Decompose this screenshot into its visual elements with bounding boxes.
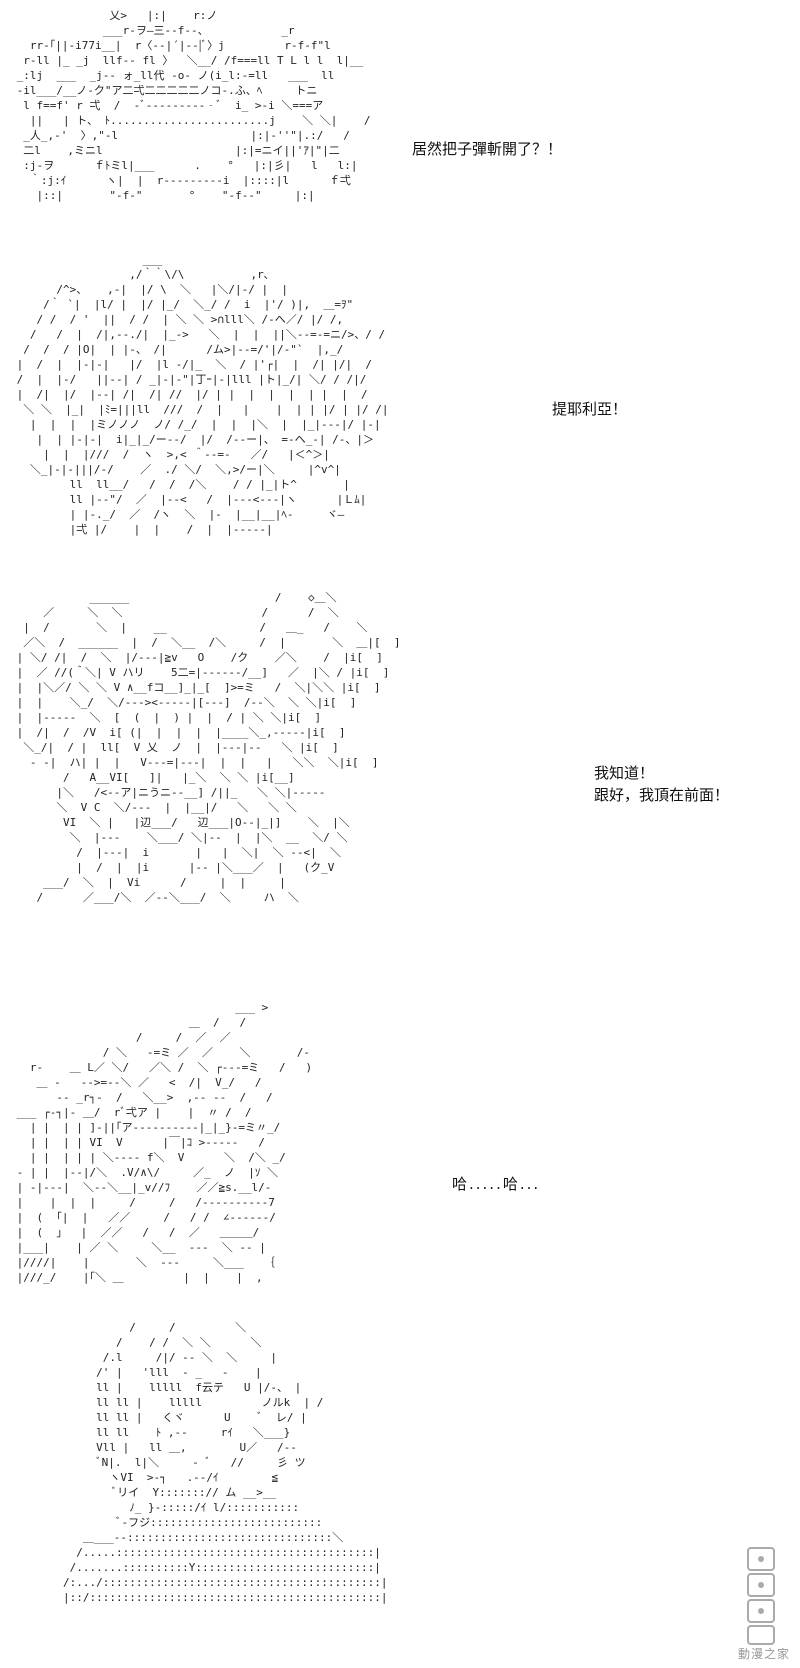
panel-1: 乂> |:| r:ノ ___r‐ヲ―三‐‐f‐‐、 _r rr‐｢||‐i77i… (0, 8, 800, 233)
dialogue-box: 居然把子彈斬開了？！ (412, 138, 562, 160)
ascii-art-mecha-battle: ___ ,/｀｀\/\ ,r､ /^>、 ,-| |/ \ ＼ |＼/|-/ |… (16, 253, 389, 536)
ascii-art-mecha-charge: ______ / ◇＿＼ ／ ＼ ＼ / / ＼ | / ＼ | __ / ＿_… (16, 591, 401, 904)
dialogue-line: 提耶利亞！ (552, 400, 628, 418)
dialogue-box: 提耶利亞！ (552, 398, 627, 420)
watermark-text: 動漫之家 (737, 1647, 790, 1661)
panel-3: ______ / ◇＿＼ ／ ＼ ＼ / / ＼ | / ＼ | __ / ＿_… (0, 590, 800, 1000)
panel-5: / / ＼ / / / ＼ ＼ ＼ /.l /|/ ‐‐ ＼ ＼ | /' | … (0, 1320, 800, 1668)
dialogue-line: 我知道！ (594, 764, 655, 782)
panel-4: ___ > ＿ / / / / ／ ／ / ＼ ‐=ミ ／ ／ ＼ /‐ r‐ … (0, 1000, 800, 1320)
dialogue-box: 哈.....哈... (452, 1173, 540, 1195)
panel-2: ___ ,/｀｀\/\ ,r､ /^>、 ,-| |/ \ ＼ |＼/|-/ |… (0, 252, 800, 582)
ascii-art-pilot-face: / / ＼ / / / ＼ ＼ ＼ /.l /|/ ‐‐ ＼ ＼ | /' | … (62, 1321, 388, 1604)
ascii-art-pilot-cockpit: ___ > ＿ / / / / ／ ／ / ＼ ‐=ミ ／ ／ ＼ /‐ r‐ … (16, 1001, 313, 1284)
dialogue-box: 我知道！ 跟好，我頂在前面！ (594, 762, 729, 806)
dialogue-line: 居然把子彈斬開了？！ (412, 140, 563, 158)
dialogue-line: 哈.....哈... (452, 1175, 541, 1193)
watermark-logo-icon (747, 1547, 775, 1645)
ascii-art-mecha-head: 乂> |:| r:ノ ___r‐ヲ―三‐‐f‐‐、 _r rr‐｢||‐i77i… (16, 9, 371, 202)
dialogue-line: 跟好，我頂在前面！ (594, 786, 730, 804)
